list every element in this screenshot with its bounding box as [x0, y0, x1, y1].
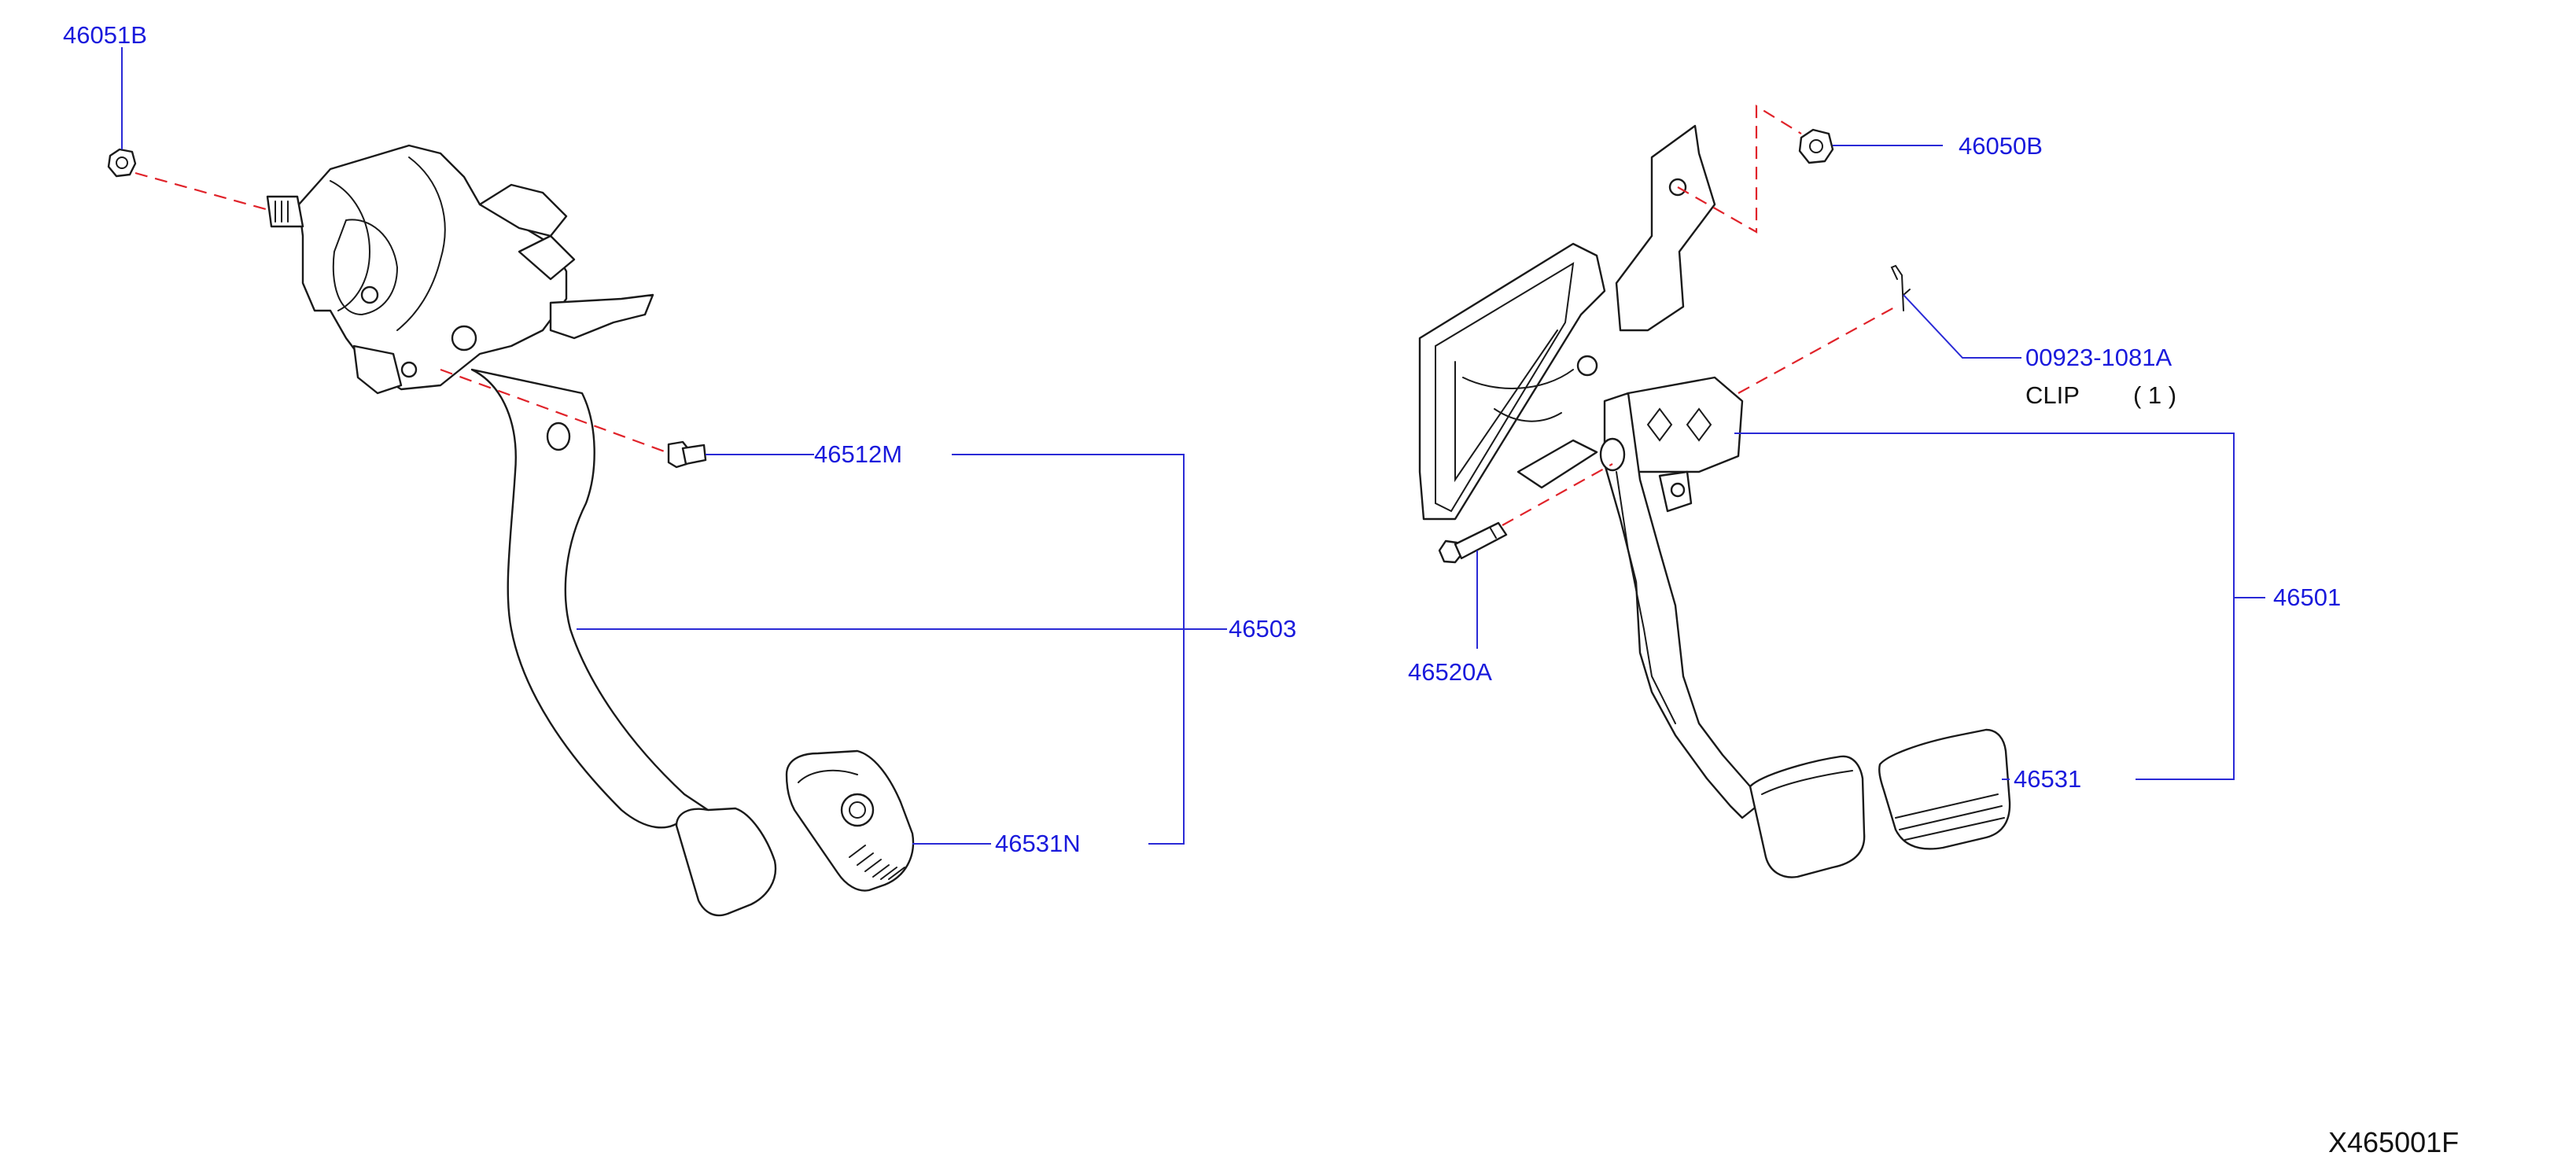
label-46520a: 46520A	[1408, 658, 1492, 686]
label-46531: 46531	[2014, 765, 2081, 793]
clutch-bracket[interactable]	[297, 144, 568, 391]
leader-46503-bracket	[952, 454, 1185, 845]
brake-box-bracket[interactable]	[1418, 242, 1606, 521]
label-46051b: 46051B	[63, 21, 147, 49]
label-46503: 46503	[1229, 615, 1296, 642]
diagram-id: X465001F	[2328, 1126, 2459, 1158]
brake-pedal-pad[interactable]	[1878, 728, 2011, 850]
leader-clip	[1903, 294, 2021, 359]
label-clip-qty: ( 1 )	[2133, 381, 2176, 409]
dash-nut-to-bracket	[135, 171, 272, 212]
bolt-46512m[interactable]	[667, 440, 707, 469]
label-46501: 46501	[2273, 584, 2341, 611]
nut-46050b[interactable]	[1798, 128, 1834, 164]
label-clip-name: CLIP	[2025, 381, 2080, 409]
label-46531n: 46531N	[995, 830, 1081, 857]
clutch-pedal-arm[interactable]	[470, 368, 709, 829]
clutch-pedal-pad[interactable]	[785, 749, 915, 892]
brake-pedal-assembly	[1418, 124, 1866, 878]
label-46050b: 46050B	[1959, 132, 2043, 160]
clutch-pedal-foot[interactable]	[675, 807, 777, 917]
label-46512m: 46512M	[814, 440, 902, 468]
pin-46520a[interactable]	[1438, 521, 1508, 564]
leader-46501	[1734, 433, 2235, 780]
brake-mount-plate[interactable]	[1615, 124, 1716, 332]
dash-pin-to-arm	[1502, 463, 1613, 526]
dash-nut-to-plate	[1677, 105, 1802, 234]
clip-00923-1081a[interactable]	[1890, 264, 1911, 311]
label-00923-1081a: 00923-1081A	[2025, 344, 2172, 371]
nut-46051b[interactable]	[107, 148, 137, 178]
clutch-pedal-assembly	[266, 144, 777, 917]
brake-pedal-foot[interactable]	[1749, 755, 1866, 878]
dash-clip-to-arm	[1738, 306, 1896, 394]
